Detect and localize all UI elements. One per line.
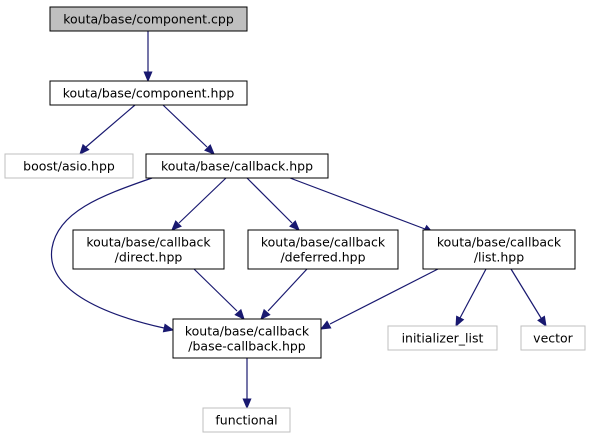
node-component-hpp[interactable]: kouta/base/component.hpp xyxy=(49,80,248,106)
node-box xyxy=(422,229,576,270)
node-box xyxy=(4,153,134,179)
arrow-head xyxy=(319,320,332,330)
node-label: /deferred.hpp xyxy=(280,250,365,265)
node-callback-hpp[interactable]: kouta/base/callback.hpp xyxy=(145,153,329,179)
node-component-cpp[interactable]: kouta/base/component.cpp xyxy=(49,6,248,32)
edge-direct_hpp-to-base_callback_hpp xyxy=(193,268,245,320)
edge-component_hpp-to-callback_hpp xyxy=(162,104,215,155)
node-box xyxy=(202,407,291,433)
node-label: kouta/base/callback xyxy=(185,324,310,339)
arrow-head xyxy=(455,315,465,328)
edge-line xyxy=(178,177,227,224)
node-label: kouta/base/callback xyxy=(261,235,386,250)
edge-component_hpp-to-boost_asio xyxy=(79,104,136,155)
edge-callback_hpp-to-deferred_hpp xyxy=(246,177,300,231)
node-box xyxy=(49,80,248,106)
arrow-head xyxy=(204,144,215,155)
edge-line xyxy=(85,104,136,148)
edge-deferred_hpp-to-base_callback_hpp xyxy=(260,268,308,320)
edges-layer xyxy=(50,31,547,410)
node-label: boost/asio.hpp xyxy=(23,159,115,174)
edge-line xyxy=(50,177,165,329)
edge-line xyxy=(162,104,208,148)
node-label: kouta/base/callback xyxy=(86,235,211,250)
node-initializer-list: initializer_list xyxy=(387,325,498,351)
arrow-head xyxy=(143,71,153,83)
node-functional: functional xyxy=(202,407,291,433)
edge-line xyxy=(510,268,542,319)
node-box xyxy=(387,325,498,351)
edge-list_hpp-to-initializer_list xyxy=(455,268,487,328)
node-box xyxy=(172,318,322,359)
node-label: vector xyxy=(533,331,574,346)
node-label: kouta/base/callback xyxy=(437,235,562,250)
node-box xyxy=(520,325,586,351)
node-label: /direct.hpp xyxy=(115,250,183,265)
arrow-head xyxy=(171,220,182,231)
node-box xyxy=(247,229,399,270)
node-list-hpp[interactable]: kouta/base/callback/list.hpp xyxy=(422,229,576,270)
node-label: initializer_list xyxy=(402,331,484,346)
edge-list_hpp-to-base_callback_hpp xyxy=(319,268,439,330)
arrow-head xyxy=(79,143,90,155)
node-box xyxy=(145,153,329,179)
node-label: kouta/base/component.hpp xyxy=(63,86,235,101)
node-label: kouta/base/component.cpp xyxy=(63,12,234,27)
node-box xyxy=(72,229,225,270)
node-direct-hpp[interactable]: kouta/base/callback/direct.hpp xyxy=(72,229,225,270)
arrow-head xyxy=(289,220,300,231)
node-base-callback-hpp[interactable]: kouta/base/callback/base-callback.hpp xyxy=(172,318,322,359)
edge-line xyxy=(289,177,426,230)
edge-line xyxy=(193,268,238,312)
edge-line xyxy=(267,268,308,312)
edge-callback_hpp-to-list_hpp xyxy=(289,177,435,234)
edge-line xyxy=(459,268,487,319)
edge-callback_hpp-to-direct_hpp xyxy=(171,177,227,231)
node-label: kouta/base/callback.hpp xyxy=(161,159,313,174)
node-label: /list.hpp xyxy=(474,250,524,265)
arrow-head xyxy=(537,315,547,328)
node-label: functional xyxy=(215,413,277,428)
edge-list_hpp-to-vector xyxy=(510,268,547,328)
node-label: /base-callback.hpp xyxy=(188,339,306,354)
edge-base_callback_hpp-to-functional xyxy=(242,358,252,410)
arrow-head xyxy=(162,323,175,333)
arrow-head xyxy=(260,308,271,320)
nodes-layer: kouta/base/component.cpp kouta/base/compo… xyxy=(4,6,586,433)
node-vector: vector xyxy=(520,325,586,351)
node-deferred-hpp[interactable]: kouta/base/callback/deferred.hpp xyxy=(247,229,399,270)
node-box xyxy=(49,6,248,32)
edge-component_cpp-to-component_hpp xyxy=(143,31,153,83)
arrow-head xyxy=(234,308,245,320)
edge-line xyxy=(329,268,439,325)
node-boost-asio: boost/asio.hpp xyxy=(4,153,134,179)
edge-line xyxy=(246,177,293,224)
edge-callback_hpp-to-base_callback_hpp xyxy=(50,177,175,333)
arrow-head xyxy=(242,398,252,410)
